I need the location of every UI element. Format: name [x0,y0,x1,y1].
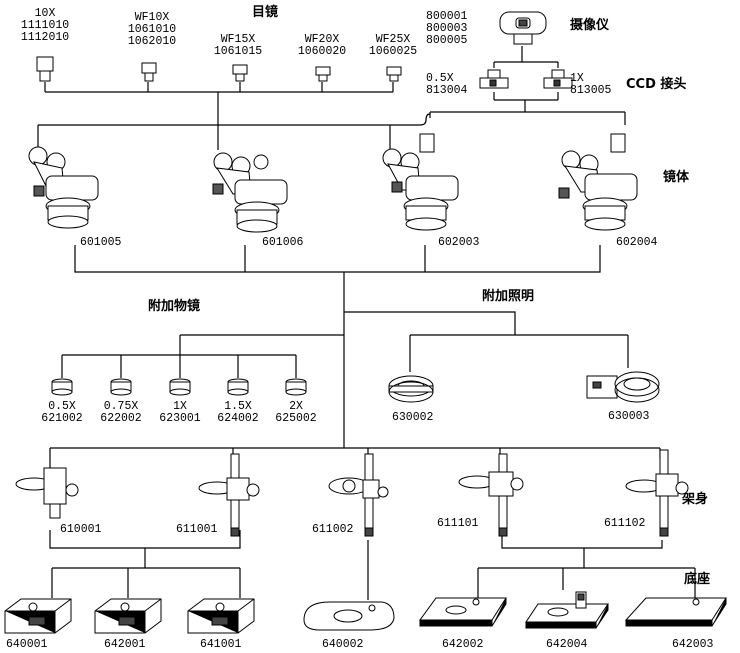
base-code-5: 642004 [546,638,588,651]
objective-lens-2-icon [169,378,191,396]
body-header: 镜体 [663,170,690,185]
base-642004-icon [524,590,610,632]
objective-label-0: 0.5X 621002 [41,400,83,425]
ccd-adapter-1x-icon [542,68,574,92]
objective-label-4: 2X 625002 [275,400,317,425]
aux-objective-header: 附加物镜 [148,299,201,314]
objective-lens-1-icon [110,378,132,396]
ccd-adapter-header: CCD 接头 [626,77,687,92]
eyepiece-label-3: WF20X 1060020 [297,33,347,58]
stand-610001-icon [14,462,84,522]
illuminator-code-1: 630003 [608,410,650,423]
stereo-body-601005-icon [18,140,108,232]
eyepiece-wf20x-icon [315,66,331,82]
illuminator-code-0: 630002 [392,411,434,424]
eyepiece-wf10x-icon [141,62,157,82]
eyepiece-wf25x-icon [386,66,402,82]
objective-label-1: 0.75X 622002 [100,400,142,425]
base-header: 底座 [684,572,711,587]
objective-label-3: 1.5X 624002 [217,400,259,425]
ccd-adapter-label-1: 1X 813005 [570,72,612,97]
trinocular-body-602004-icon [555,132,645,232]
ccd-adapter-0-5x-icon [478,68,510,92]
base-640002-icon [300,598,396,634]
objective-lens-3-icon [227,378,249,396]
eyepiece-label-4: WF25X 1060025 [368,33,418,58]
base-code-6: 642003 [672,638,714,651]
body-code-1: 601006 [262,236,304,249]
stand-code-2: 611002 [312,523,354,536]
eyepiece-label-1: WF10X 1061010 1062010 [127,11,177,48]
stand-611002-icon [325,452,395,542]
base-641001-icon [186,597,256,637]
stand-611101-icon [455,452,525,542]
stand-611102-icon [622,448,692,540]
camera-header: 摄像仪 [570,18,610,33]
camera-icon [498,10,548,46]
objective-lens-4-icon [285,378,307,396]
body-code-0: 601005 [80,236,122,249]
stereo-body-601006-icon [205,142,295,234]
base-code-3: 640002 [322,638,364,651]
eyepiece-10x-icon [36,56,54,82]
aux-illumination-header: 附加照明 [482,289,535,304]
stand-code-4: 611102 [604,517,646,530]
camera-codes: 800001 800003 800005 [426,10,468,47]
ccd-adapter-label-0: 0.5X 813004 [426,72,468,97]
stand-code-0: 610001 [60,523,102,536]
ring-light-630002-icon [386,372,436,406]
base-code-1: 642001 [104,638,146,651]
stand-code-1: 611001 [176,523,218,536]
base-642001-icon [93,597,163,637]
eyepiece-label-2: WF15X 1061015 [213,33,263,58]
stand-code-3: 611101 [437,517,479,530]
base-640001-icon [3,597,73,637]
objective-lens-0-icon [51,378,73,396]
objective-label-2: 1X 623001 [159,400,201,425]
base-code-4: 642002 [442,638,484,651]
eyepiece-label-0: 10X 1111010 1112010 [20,7,70,44]
stand-header: 架身 [682,492,709,507]
body-code-3: 602004 [616,236,658,249]
trinocular-body-602003-icon [378,132,468,232]
base-code-2: 641001 [200,638,242,651]
base-642002-icon [416,596,512,630]
stand-611001-icon [195,452,265,542]
base-code-0: 640001 [6,638,48,651]
eyepiece-header: 目镜 [252,5,279,20]
eyepiece-wf15x-icon [232,64,248,82]
body-code-2: 602003 [438,236,480,249]
ring-light-630003-icon [585,366,661,406]
base-642003-icon [624,596,728,630]
